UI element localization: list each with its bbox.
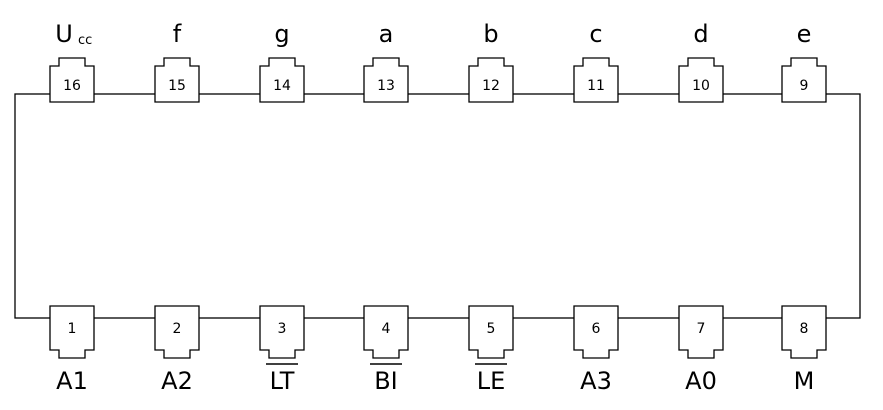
pin-9: 9e (781, 20, 827, 103)
pin-15-number: 15 (168, 78, 186, 94)
ic-body (14, 93, 861, 319)
pin-9-label: e (797, 20, 812, 48)
pin-5-label: LE (477, 367, 506, 395)
pin-6-outline (573, 305, 619, 359)
pin-4-number: 4 (382, 321, 391, 337)
pin-2-number: 2 (173, 321, 182, 337)
pin-5: 5LE (468, 305, 514, 395)
pin-11: 11 c (573, 20, 619, 103)
pin-8-label: M (794, 367, 815, 395)
pin-3-number: 3 (278, 321, 287, 337)
pin-16-label: U (55, 20, 73, 48)
pin-13-label: a (379, 20, 394, 48)
pin-1-number: 1 (68, 321, 77, 337)
pin-14-label: g (274, 20, 289, 48)
pin-3: 3LT (259, 305, 305, 395)
pin-14-number: 14 (273, 78, 291, 94)
pin-8-number: 8 (800, 321, 809, 337)
pin-8-outline (781, 305, 827, 359)
pin-13: 13 a (363, 20, 409, 103)
pin-7-label: A0 (685, 367, 717, 395)
pin-3-label: LT (270, 367, 295, 395)
pin-4-outline (363, 305, 409, 359)
pin-15-label: f (173, 20, 182, 48)
pin-14: 14 g (259, 20, 305, 103)
pin-11-outline (573, 57, 619, 103)
pin-12: 12 b (468, 20, 514, 103)
pin-2-label: A2 (161, 367, 193, 395)
pin-1: 1A1 (49, 305, 95, 395)
pin-11-number: 11 (587, 78, 605, 94)
pin-12-number: 12 (482, 78, 500, 94)
pin-4: 4BI (363, 305, 409, 395)
pin-9-number: 9 (800, 78, 809, 94)
pin-3-outline (259, 305, 305, 359)
pin-10-label: d (693, 20, 708, 48)
pin-8: 8M (781, 305, 827, 395)
pin-5-number: 5 (487, 321, 496, 337)
pin-7: 7A0 (678, 305, 724, 395)
pin-12-outline (468, 57, 514, 103)
pin-14-outline (259, 57, 305, 103)
pin-4-label: BI (374, 367, 398, 395)
pin-10: 10 d (678, 20, 724, 103)
pin-15: 15 f (154, 20, 200, 103)
pin-5-outline (468, 305, 514, 359)
pin-11-label: c (589, 20, 602, 48)
pin-7-outline (678, 305, 724, 359)
pin-7-number: 7 (697, 321, 706, 337)
pin-6: 6A3 (573, 305, 619, 395)
pin-13-number: 13 (377, 78, 395, 94)
pin-6-number: 6 (592, 321, 601, 337)
pin-12-label: b (483, 20, 498, 48)
pin-1-outline (49, 305, 95, 359)
pin-2-outline (154, 305, 200, 359)
pin-13-outline (363, 57, 409, 103)
pin-16-number: 16 (63, 78, 81, 94)
pin-6-label: A3 (580, 367, 612, 395)
pin-15-outline (154, 57, 200, 103)
pin-16-outline (49, 57, 95, 103)
pin-10-outline (678, 57, 724, 103)
pin-10-number: 10 (692, 78, 710, 94)
pin-16-label-subscript: cc (78, 33, 92, 48)
pin-2: 2A2 (154, 305, 200, 395)
pin-9-outline (781, 57, 827, 103)
pin-1-label: A1 (56, 367, 88, 395)
